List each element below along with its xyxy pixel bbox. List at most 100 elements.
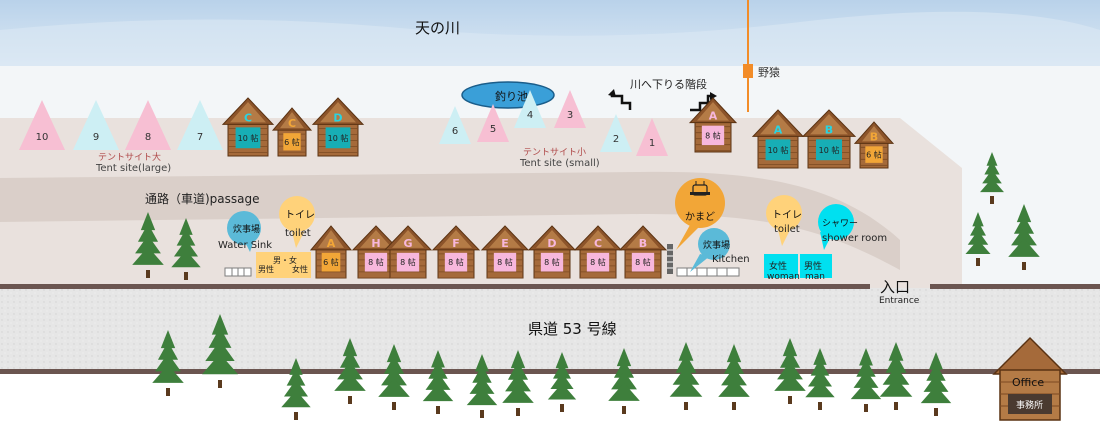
cabin-bottom-6-size: 8 帖 (590, 257, 606, 267)
cabin-top-2-size: 10 帖 (328, 133, 349, 143)
cabin-top-4: A10 帖 (751, 109, 805, 169)
tree-road-15 (879, 342, 913, 410)
cabin-top-3: A 8 帖 (688, 97, 738, 153)
prefectural-road (0, 288, 1100, 370)
tent-small-label-jp: テントサイト小 (523, 147, 586, 158)
tent-small-3: 3 (554, 90, 586, 128)
cabin-top-4-letter: A (774, 123, 783, 136)
kinoko-label: 野猿 (758, 65, 780, 79)
tree-road-10 (669, 342, 703, 410)
tent-small-1: 1 (636, 118, 668, 156)
office-building: Office 事務所 (992, 336, 1068, 421)
toilet2-female-en: woman (767, 272, 800, 282)
toilet-block-2b (800, 254, 832, 278)
sink1-bubble-jp: 炊事場 (233, 223, 260, 235)
cabin-top-6-size: 6 帖 (866, 150, 882, 160)
toilet2-bubble-jp: トイレ (772, 210, 802, 221)
toilet-block-1 (256, 252, 311, 278)
tent-small-5: 5 (477, 104, 509, 142)
tent-small-5-number: 5 (490, 124, 496, 135)
sink1-bubble-en: Water Sink (218, 240, 272, 251)
kitchen-bubble-jp: 炊事場 (703, 239, 730, 251)
tree-road-3 (334, 338, 366, 404)
stairs-label: 川へ下りる階段 (630, 77, 707, 91)
cabin-bottom-3-size: 8 帖 (448, 257, 464, 267)
cabin-bottom-4-letter: E (501, 237, 509, 250)
passage-band (0, 171, 900, 270)
toilet1-mixed: 男・女 (273, 255, 297, 265)
tree-road-8 (547, 352, 577, 412)
tent-small-3-number: 3 (567, 110, 573, 121)
cabin-bottom-0-letter: A (327, 237, 336, 250)
cabin-top-0-size: 10 帖 (238, 133, 259, 143)
tent-large-label-en: Tent site(large) (95, 163, 171, 174)
tree-left-0 (132, 212, 164, 278)
toilet1-male: 男性 (258, 264, 274, 274)
toilet2-male-jp: 男性 (804, 260, 822, 272)
tent-large-label-jp: テントサイト大 (98, 151, 161, 163)
tent-large-8: 8 (125, 100, 171, 150)
tree-road-0 (152, 330, 184, 396)
cabin-bottom-1-size: 8 帖 (368, 257, 384, 267)
cabin-top-0: C10 帖 (221, 97, 275, 157)
tree-right-2 (1008, 204, 1040, 270)
toilet2-female-jp: 女性 (769, 260, 787, 272)
tent-large-7-number: 7 (197, 132, 203, 143)
cabin-bottom-4-size: 8 帖 (497, 257, 513, 267)
cabin-top-1: C 6 帖 (271, 107, 313, 157)
toilet2-bubble: トイレ (766, 195, 802, 246)
cabin-bottom-3: F8 帖 (431, 225, 481, 279)
tree-road-14 (850, 348, 882, 412)
entrance-jp: 入口 (880, 278, 910, 296)
passage-label: 通路（車道)passage (145, 191, 260, 206)
tree-right-0 (980, 152, 1004, 204)
tree-road-12 (774, 338, 806, 404)
trees-right (965, 152, 1040, 270)
cabin-top-2-letter: D (333, 111, 342, 124)
cabin-bottom-0: A6 帖 (309, 225, 353, 279)
tents-large: 10 9 8 7 (19, 100, 223, 150)
cabin-top-3-size: 8 帖 (705, 130, 721, 140)
tree-road-13 (805, 348, 835, 410)
entrance-en: Entrance (879, 296, 920, 306)
toilet-block-2 (764, 254, 798, 278)
tent-small-6: 6 (439, 106, 471, 144)
tent-small-1-number: 1 (649, 138, 655, 149)
cabin-top-5: B10 帖 (801, 109, 857, 169)
cabin-bottom-2: G8 帖 (383, 225, 433, 279)
tent-large-7: 7 (177, 100, 223, 150)
cabin-top-1-letter: C (288, 117, 296, 130)
office-en: Office (1012, 376, 1044, 389)
cabin-bottom-5-letter: D (547, 237, 556, 250)
cabin-bottom-2-size: 8 帖 (400, 257, 416, 267)
kamado-bubble: かまど (675, 178, 725, 250)
tree-road-5 (422, 350, 454, 414)
toilet1-bubble-jp: トイレ (285, 210, 315, 221)
office-jp: 事務所 (1016, 399, 1043, 411)
tent-large-10-number: 10 (36, 132, 49, 143)
tent-large-8-number: 8 (145, 132, 151, 143)
cabin-top-3-letter: A (709, 110, 718, 123)
cabin-bottom-5: D8 帖 (527, 225, 577, 279)
cabin-bottom-4: E 8 帖 (480, 225, 530, 279)
cabin-top-2: D 10 帖 (311, 97, 365, 157)
toilet1-bubble: トイレ (279, 196, 315, 248)
tent-large-9-number: 9 (93, 132, 99, 143)
shower-bubble-en: shower room (822, 233, 887, 244)
tree-right-1 (965, 212, 991, 266)
tree-road-9 (608, 348, 640, 414)
tent-small-6-number: 6 (452, 126, 458, 137)
cabin-top-1-size: 6 帖 (284, 137, 300, 147)
cabin-top-6: B6 帖 (853, 121, 895, 169)
tent-small-2: 2 (600, 114, 632, 152)
kitchen-sink (676, 267, 740, 277)
toilet1-female: 女性 (292, 264, 308, 274)
cabin-top-5-letter: B (825, 123, 833, 136)
kitchen-bubble: 炊事場 (690, 228, 730, 272)
cabin-bottom-6: C8 帖 (573, 225, 623, 279)
cabin-bottom-7-size: 8 帖 (635, 257, 651, 267)
tree-road-7 (502, 350, 534, 416)
tree-road-6 (466, 354, 498, 418)
